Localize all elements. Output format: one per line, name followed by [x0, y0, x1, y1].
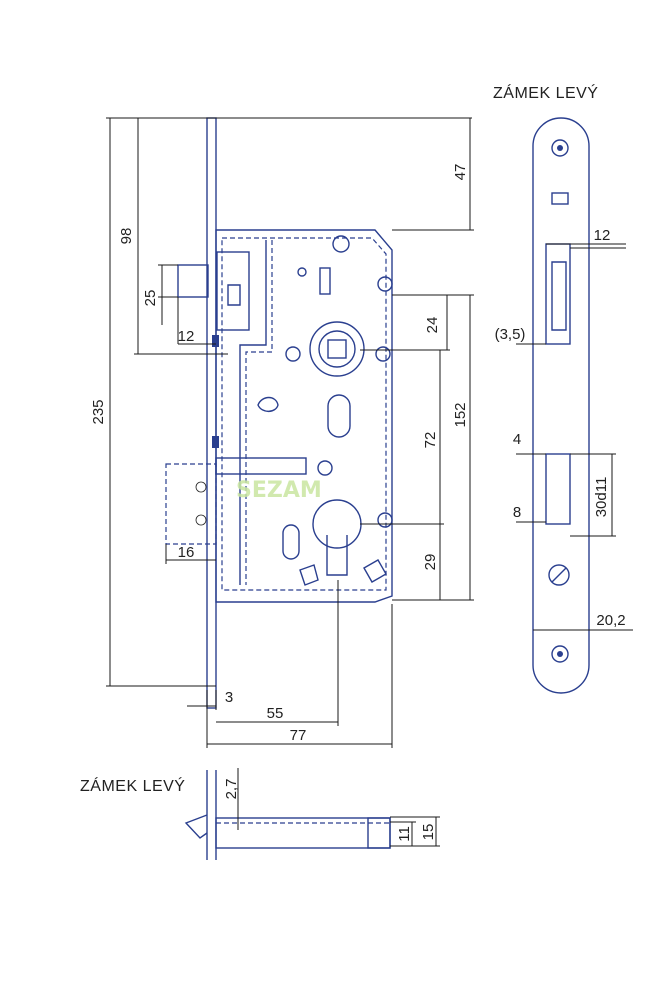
cylinder-side-oval-left: [282, 524, 300, 560]
deadbolt-bar: [215, 457, 307, 475]
dim-29: 29: [422, 554, 439, 571]
forend-screw-mark-1: [212, 335, 219, 347]
side-view-title: ZÁMEK LEVÝ: [493, 83, 598, 102]
deadbolt-screw: [317, 460, 333, 476]
dim-24: 24: [424, 317, 441, 334]
cylinder-screw-right: [377, 512, 393, 528]
latch-profile: [551, 261, 567, 331]
forend-side-view: ZÁMEK LEVÝ: [493, 83, 598, 694]
dim-12-main: 12: [178, 328, 195, 345]
forend-face: [532, 117, 590, 694]
bottom-dim-2-7: 2,7: [223, 779, 240, 800]
fixing-hole-left: [285, 346, 301, 362]
cam-detail-right: [363, 559, 387, 583]
watermark-logo: SEZAM: [236, 478, 322, 503]
forend-screw-mark-2: [212, 436, 219, 448]
latch-spring-bar: [239, 240, 267, 585]
bottom-dim-15: 15: [420, 824, 437, 841]
deadbolt-extended: [165, 463, 217, 545]
pin-top: [297, 267, 307, 277]
side-dimension-lines: [516, 243, 633, 631]
forend-screw-bottom: [551, 645, 569, 663]
latch-bevel: [184, 814, 208, 839]
side-dim-20-2: 20,2: [596, 612, 625, 629]
dim-72: 72: [422, 432, 439, 449]
latch-spring-bar-dash: [245, 240, 273, 585]
side-dim-8: 8: [513, 504, 521, 521]
middle-oval-slot: [327, 394, 351, 438]
latch-housing: [216, 251, 250, 331]
cam-detail: [299, 564, 319, 586]
side-dim-3-5: (3,5): [495, 326, 526, 343]
dim-55: 55: [267, 705, 284, 722]
screw-hole-right: [377, 276, 393, 292]
deadbolt-hole-2: [195, 514, 207, 526]
bottom-section-view: ZÁMEK LEVÝ: [80, 770, 391, 860]
side-dim-12: 12: [594, 227, 611, 244]
side-dim-30d11: 30d11: [593, 477, 610, 518]
lock-body: [215, 229, 393, 603]
forend-small-slot: [551, 192, 569, 205]
bottom-view-title: ZÁMEK LEVÝ: [80, 776, 185, 795]
dim-235: 235: [90, 399, 107, 424]
bottom-dimension-lines: [237, 768, 440, 847]
forend-plate: [206, 117, 217, 709]
cylinder-slot: [326, 535, 348, 576]
follower-outer: [309, 321, 365, 377]
forend-screw-top: [551, 139, 569, 157]
side-dim-4: 4: [513, 431, 521, 448]
deadbolt-opening: [545, 453, 571, 525]
spindle-square: [327, 339, 347, 359]
cylinder-screw-face: [548, 564, 570, 586]
bottom-dim-11: 11: [396, 826, 413, 842]
latch-bolt: [177, 264, 209, 298]
dim-16: 16: [178, 544, 195, 561]
hook-detail: [257, 396, 279, 413]
dim-25: 25: [142, 290, 159, 307]
follower-inner: [318, 330, 356, 368]
deadbolt-hole-1: [195, 481, 207, 493]
dim-98: 98: [118, 228, 135, 245]
dim-3: 3: [225, 689, 233, 706]
pin-slot: [319, 267, 331, 295]
dim-152: 152: [452, 402, 469, 427]
main-dimension-lines: [106, 117, 474, 748]
cylinder-circle: [312, 499, 362, 549]
dim-77: 77: [290, 727, 307, 744]
lock-front-view: [165, 117, 393, 709]
screw-hole-top: [332, 235, 350, 253]
fixing-hole-right: [375, 346, 391, 362]
latch-detail: [227, 284, 241, 306]
dim-47: 47: [452, 164, 469, 181]
